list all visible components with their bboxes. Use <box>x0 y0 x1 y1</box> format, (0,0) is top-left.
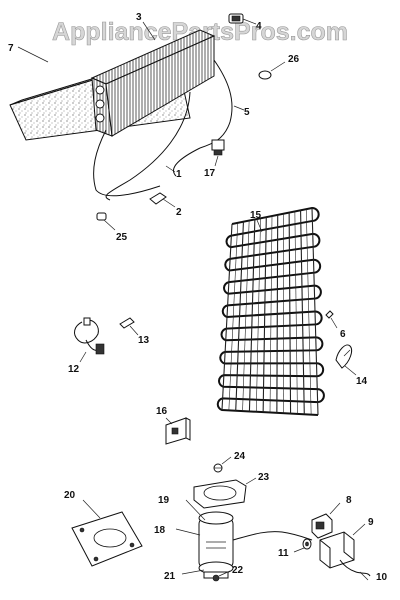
label-part-7: 7 <box>8 43 14 54</box>
condenser-coil <box>216 206 325 416</box>
label-part-2: 2 <box>176 207 182 218</box>
part-25-clip <box>96 212 107 221</box>
label-part-20: 20 <box>64 490 76 501</box>
part-11-grommet <box>302 538 312 550</box>
part-12-power-cord <box>74 317 105 355</box>
part-14-drier <box>335 344 353 369</box>
part-24-grommet <box>213 463 223 473</box>
condenser-wire <box>242 220 250 412</box>
condenser-wire <box>311 207 319 416</box>
part-23-mount-plate <box>193 479 247 509</box>
condenser-wire <box>228 222 239 411</box>
part-17-thermostat <box>211 139 225 156</box>
condenser-wire <box>305 209 312 415</box>
condenser-wire <box>248 219 256 412</box>
tube-bushing <box>149 192 167 205</box>
part-22-bolt <box>212 574 220 582</box>
label-part-13: 13 <box>138 335 150 346</box>
label-part-17: 17 <box>204 168 216 179</box>
label-part-6: 6 <box>340 329 346 340</box>
label-part-11: 11 <box>278 548 289 559</box>
part-13-clip <box>119 317 135 329</box>
label-part-19: 19 <box>158 495 170 506</box>
label-part-8: 8 <box>346 495 352 506</box>
condenser-wire <box>262 217 267 413</box>
part-8-relay <box>311 513 333 539</box>
condenser-wire <box>294 211 298 414</box>
label-part-16: 16 <box>156 406 168 417</box>
part-labels: 1 2 3 4 5 6 7 8 9 10 11 12 13 14 15 16 1… <box>8 12 388 583</box>
part-26-grommet <box>258 70 272 80</box>
condenser-wire <box>269 215 273 413</box>
label-part-14: 14 <box>356 376 368 387</box>
evaporator <box>90 29 216 137</box>
part-16-bracket <box>165 417 191 445</box>
label-part-15: 15 <box>250 210 262 221</box>
part-10-wire <box>339 559 371 577</box>
condenser-wire <box>288 212 292 414</box>
condenser-wire <box>276 214 279 413</box>
label-part-12: 12 <box>68 364 80 375</box>
part-6-clip <box>325 310 334 319</box>
part-20-base-plate <box>71 511 143 567</box>
label-part-24: 24 <box>234 451 246 462</box>
label-part-25: 25 <box>116 232 128 243</box>
part-9-overload-cover <box>319 531 355 569</box>
condenser-wire <box>235 221 244 411</box>
label-part-21: 21 <box>164 571 176 582</box>
label-part-4: 4 <box>256 21 262 32</box>
label-part-10: 10 <box>376 572 388 583</box>
condenser-wire <box>221 223 233 411</box>
label-part-18: 18 <box>154 525 166 536</box>
label-part-1: 1 <box>176 169 182 180</box>
condenser-wire <box>300 210 305 415</box>
label-part-23: 23 <box>258 472 270 483</box>
label-part-26: 26 <box>288 54 300 65</box>
label-part-5: 5 <box>244 107 250 118</box>
condenser-wire <box>255 218 261 412</box>
label-part-9: 9 <box>368 517 374 528</box>
part-4-clip <box>228 13 244 24</box>
capillary-tubing <box>93 59 233 201</box>
label-part-3: 3 <box>136 12 142 23</box>
compressor <box>198 511 313 579</box>
label-part-22: 22 <box>232 565 244 576</box>
